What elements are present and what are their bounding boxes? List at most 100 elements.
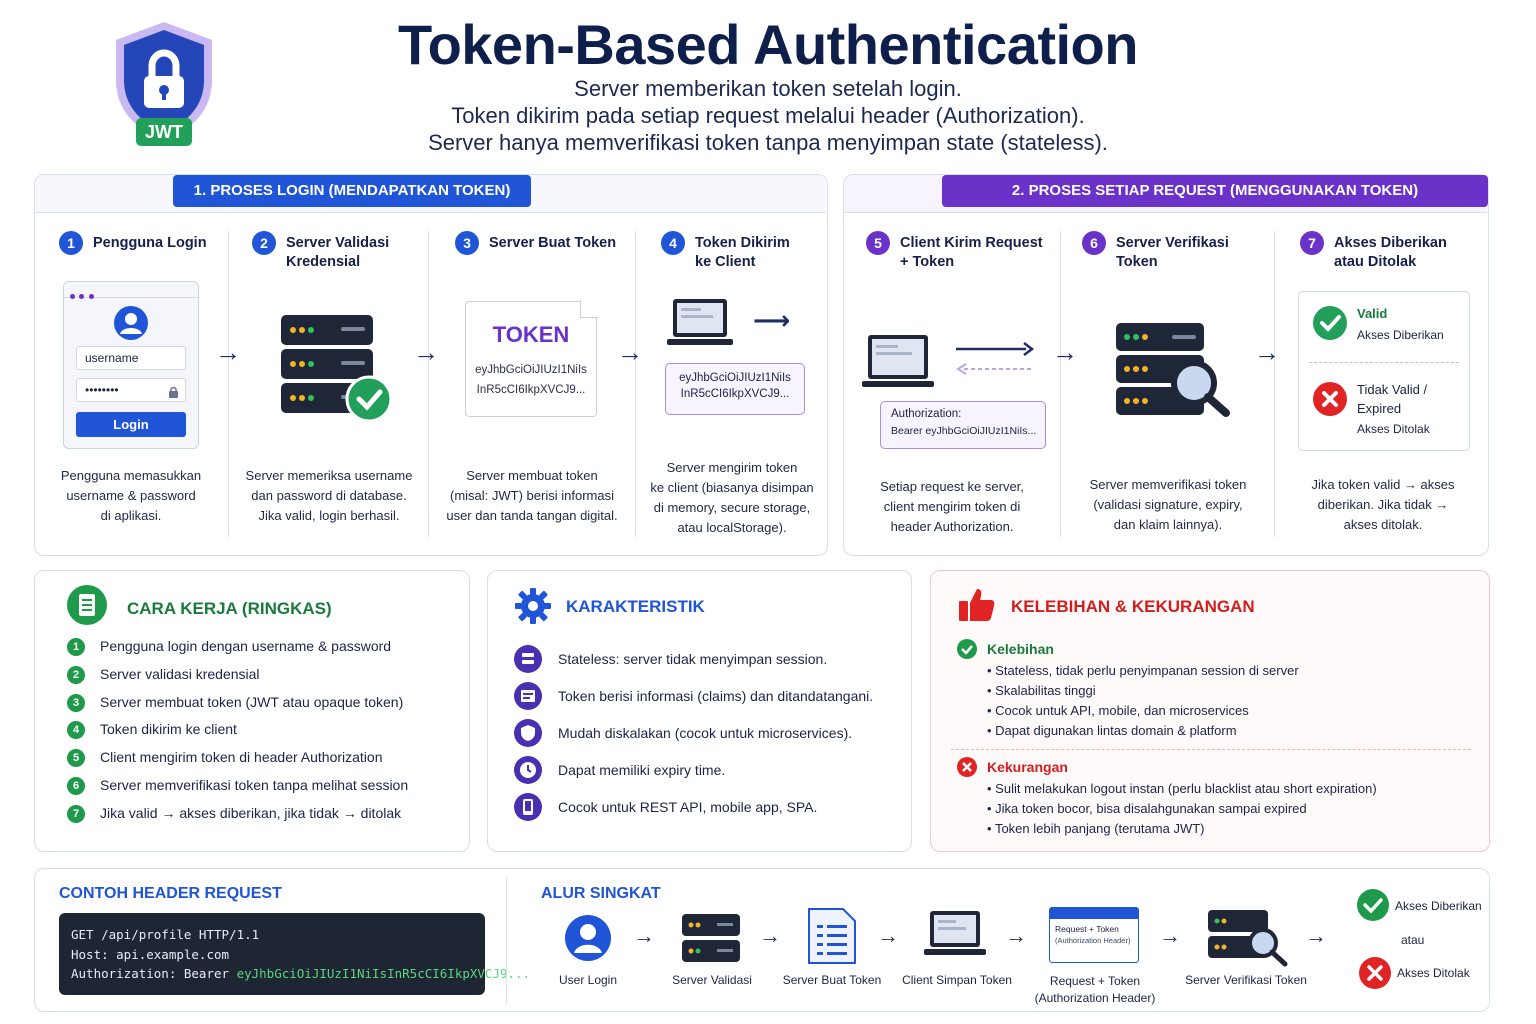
step-2-title: Server Validasi Kredensial <box>286 235 390 270</box>
how-it-works-item: 7 Jika valid → akses diberikan, jika tida… <box>67 804 467 832</box>
mini-window-header: Request + Token <box>1055 924 1119 934</box>
how-it-works-item-text: Client mengirim token di header Authoriz… <box>100 749 383 766</box>
authorization-header-box: Authorization: Bearer eyJhbGciOiJIUzI1Ni… <box>880 401 1046 449</box>
invalid-title: Tidak Valid / Expired <box>1357 382 1428 416</box>
subtitle-line-3: Server hanya memverifikasi token tanpa m… <box>428 130 1108 155</box>
characteristic-5: Cocok untuk REST API, mobile app, SPA. <box>558 799 818 815</box>
pros-item: • Dapat digunakan lintas domain & platfo… <box>987 721 1477 741</box>
flow-granted-label: Akses Diberikan <box>1395 899 1482 913</box>
check-icon <box>1357 889 1389 926</box>
step-3-number: 3 <box>455 231 479 255</box>
cons-item-text: Token lebih panjang (terutama JWT) <box>994 821 1205 836</box>
token-document-line-2: InR5cCI6IkpXVCJ9... <box>476 384 586 396</box>
password-field[interactable]: •••••••• <box>76 378 186 402</box>
valid-title: Valid <box>1357 306 1388 321</box>
token-sent-line-1: eyJhbGciOiJIUzI1NiIs <box>679 372 791 384</box>
bullet-dot-icon: • <box>987 663 996 678</box>
bullet-dot-icon: • <box>987 723 996 738</box>
arrow-right-icon: → <box>759 923 781 948</box>
code-line-2: Host: api.example.com <box>71 946 230 962</box>
pros-item-text: Dapat digunakan lintas domain & platform <box>995 723 1237 738</box>
how-it-works-item-number: 1 <box>67 638 85 656</box>
arrow-right-icon: → <box>1159 923 1181 948</box>
server-stack-icon <box>514 645 542 673</box>
arrow-right-icon: → <box>1005 923 1027 948</box>
login-process-title: 1. PROSES LOGIN (MENDAPATKAN TOKEN) <box>173 175 531 207</box>
laptop-icon <box>665 297 735 349</box>
step-5-title: Client Kirim Request + Token <box>900 235 1043 270</box>
arrow-right-icon: → <box>1254 337 1280 367</box>
username-field[interactable]: username <box>76 346 186 370</box>
cross-icon <box>1313 382 1347 421</box>
bullet-dot-icon: • <box>987 801 996 816</box>
code-line-3-key: Authorization: Bearer <box>71 966 237 981</box>
bullet-dot-icon: • <box>987 781 996 796</box>
characteristics-title: KARAKTERISTIK <box>566 597 705 616</box>
token-sent-box: eyJhbGciOiJIUzI1NiIs InR5cCI6IkpXVCJ9... <box>665 363 805 415</box>
mobile-icon <box>514 793 542 821</box>
arrow-right-icon: → <box>633 923 655 948</box>
cons-title: Kekurangan <box>987 759 1068 775</box>
cross-icon <box>1359 957 1391 994</box>
laptop-icon <box>860 333 936 391</box>
arrow-right-icon: → <box>617 337 643 367</box>
user-icon <box>565 915 611 966</box>
step-4-number: 4 <box>661 231 685 255</box>
user-avatar-icon <box>114 306 148 340</box>
token-document: TOKEN eyJhbGciOiJIUzI1NiIs InR5cCI6IkpXV… <box>465 300 598 417</box>
page-title: Token-Based Authentication <box>398 13 1138 76</box>
bullet-dot-icon: • <box>987 703 996 718</box>
request-process-panel: 2. PROSES SETIAP REQUEST (MENGGUNAKAN TO… <box>843 174 1489 556</box>
flow-step-4-label: Client Simpan Token <box>902 973 1012 987</box>
bullet-dot-icon: • <box>987 683 996 698</box>
step-6-number: 6 <box>1082 231 1106 255</box>
header-code-block: GET /api/profile HTTP/1.1 Host: api.exam… <box>59 913 530 995</box>
step-1-title: Pengguna Login <box>93 235 207 251</box>
checklist-icon <box>67 585 107 630</box>
how-it-works-item-number: 3 <box>67 693 85 712</box>
request-process-title: 2. PROSES SETIAP REQUEST (MENGGUNAKAN TO… <box>942 175 1488 207</box>
flow-step-5-label: Request + Token (Authorization Header) <box>1034 974 1156 1005</box>
cons-item-text: Sulit melakukan logout instan (perlu bla… <box>995 781 1377 796</box>
cons-list: • Sulit melakukan logout instan (perlu b… <box>987 779 1477 839</box>
step-4-title: Token Dikirim ke Client <box>695 235 790 270</box>
how-it-works-item-text: Server memverifikasi token tanpa melihat… <box>100 776 409 793</box>
pros-cons-panel: KELEBIHAN & KEKURANGAN Kelebihan • State… <box>930 570 1490 852</box>
pros-item: • Stateless, tidak perlu penyimpanan ses… <box>987 661 1477 681</box>
flow-denied-label: Akses Ditolak <box>1397 966 1470 980</box>
pros-item: • Cocok untuk API, mobile, dan microserv… <box>987 701 1477 721</box>
check-icon <box>957 639 977 664</box>
step-7-description: Jika token valid → akses diberikan. Jika… <box>1311 477 1455 532</box>
how-it-works-item-number: 7 <box>67 804 85 823</box>
step-2-number: 2 <box>252 231 276 255</box>
server-check-icon <box>279 313 395 425</box>
flow-step-3-label: Server Buat Token <box>782 973 882 987</box>
request-window-icon: Request + Token (Authorization Header) <box>1049 907 1139 963</box>
login-form-window: username •••••••• Login <box>63 281 199 449</box>
cons-item: • Sulit melakukan logout instan (perlu b… <box>987 779 1477 799</box>
step-6-description: Server memverifikasi token (validasi sig… <box>1089 477 1247 532</box>
login-button[interactable]: Login <box>76 412 186 437</box>
login-process-panel: 1. PROSES LOGIN (MENDAPATKAN TOKEN) 1 Pe… <box>34 174 828 556</box>
characteristic-3: Mudah diskalakan (cocok untuk microservi… <box>558 725 853 741</box>
cons-item-text: Jika token bocor, bisa disalahgunakan sa… <box>995 801 1307 816</box>
cross-icon <box>957 757 977 782</box>
server-magnifier-icon <box>1114 321 1234 417</box>
arrow-right-icon: ⟶ <box>753 305 791 335</box>
characteristic-4: Dapat memiliki expiry time. <box>558 762 726 778</box>
how-it-works-item-text: Jika valid → akses diberikan, jika tidak… <box>100 804 402 821</box>
how-it-works-item-number: 2 <box>67 665 85 684</box>
jwt-badge-label: JWT <box>145 122 183 142</box>
lock-icon <box>168 384 179 406</box>
how-it-works-item-number: 6 <box>67 776 85 795</box>
check-icon <box>1313 306 1347 345</box>
code-line-3-token: eyJhbGciOiJIUzI1NiIsInR5cCI6IkpXVCJ9... <box>236 966 531 981</box>
token-document-line-1: eyJhbGciOiJIUzI1NiIs <box>475 364 587 376</box>
bottom-panel: CONTOH HEADER REQUEST GET /api/profile H… <box>34 868 1490 1012</box>
header-example-title: CONTOH HEADER REQUEST <box>59 885 282 902</box>
pros-item-text: Skalabilitas tinggi <box>995 683 1096 698</box>
